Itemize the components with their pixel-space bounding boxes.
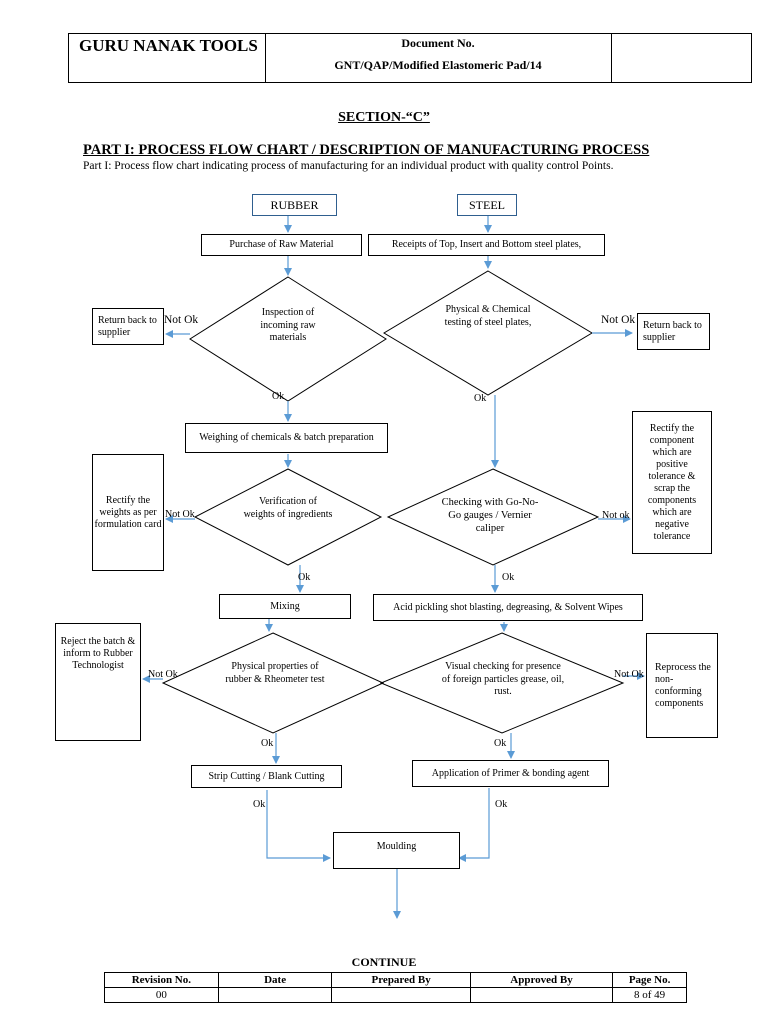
diamond-gauges [386,468,600,566]
visual-check-text: Visual checking for presence of foreign … [441,661,565,697]
revision-table: Revision No. Date Prepared By Approved B… [104,972,687,1003]
label-not-ok-visual: Not Ok [614,669,644,680]
part-title: PART I: PROCESS FLOW CHART / DESCRIPTION… [83,142,650,158]
label-ok-primer: Ok [495,799,508,810]
header-prepared-by: Prepared By [331,972,471,988]
purchase-raw-material-box: Purchase of Raw Material [201,234,362,256]
value-revision-no: 00 [104,987,219,1003]
reject-batch-box: Reject the batch & inform to Rubber Tech… [55,623,141,741]
diamond-phys-chem [383,270,593,396]
continue-label: CONTINUE [351,955,417,969]
label-not-ok-phys-chem: Not Ok [601,314,636,326]
header-approved-by: Approved By [469,972,614,988]
header-document-cell: Document No. GNT/QAP/Modified Elastomeri… [265,34,612,82]
value-prepared-by [331,987,471,1003]
rectify-weights-box: Rectify the weights as per formulation c… [92,454,164,571]
header-revision-no: Revision No. [104,972,219,988]
revision-table-value-row: 00 8 of 49 [104,987,687,1003]
physical-props-text: Physical properties of rubber & Rheomete… [225,661,325,685]
document-header: GURU NANAK TOOLS Document No. GNT/QAP/Mo… [68,33,752,83]
diamond-physical-props [161,632,385,734]
receipts-steel-plates-box: Receipts of Top, Insert and Bottom steel… [368,234,605,256]
header-company-cell: GURU NANAK TOOLS [69,34,266,82]
acid-pickling-box: Acid pickling shot blasting, degreasing,… [373,594,643,621]
label-not-ok-verification: Not Ok [165,509,195,520]
verification-text: Verification of weights of ingredients [243,496,333,520]
label-not-ok-gauges: Not ok [602,510,630,521]
revision-table-header-row: Revision No. Date Prepared By Approved B… [104,972,687,988]
label-not-ok-physical-props: Not Ok [148,669,178,680]
value-date [217,987,333,1003]
return-back-left-box: Return back to supplier [92,308,164,345]
value-page-no: 8 of 49 [612,987,687,1003]
value-approved-by [469,987,614,1003]
section-title: SECTION-“C” [338,110,430,125]
header-date: Date [217,972,333,988]
strip-cutting-box: Strip Cutting / Blank Cutting [191,765,342,788]
primer-box: Application of Primer & bonding agent [412,760,609,787]
label-ok-phys-chem: Ok [474,393,487,404]
label-ok-visual: Ok [494,738,507,749]
steel-box: STEEL [457,194,517,216]
inspection-text: Inspection of incoming raw materials [260,307,316,343]
label-ok-inspection: Ok [272,391,285,402]
diamond-visual [379,632,625,734]
mixing-box: Mixing [219,594,351,619]
company-name: GURU NANAK TOOLS [79,36,258,55]
label-ok-physical-props: Ok [261,738,274,749]
label-not-ok-inspection: Not Ok [164,314,199,326]
header-page-no: Page No. [612,972,687,988]
weighing-box: Weighing of chemicals & batch preparatio… [185,423,388,453]
rectify-component-box: Rectify the component which are positive… [632,411,712,554]
return-back-right-box: Return back to supplier [637,313,710,350]
reprocess-box: Reprocess the non-conforming components [646,633,718,738]
document-number-label: Document No. [401,36,475,50]
part-subtitle: Part I: Process flow chart indicating pr… [83,160,614,172]
rubber-box: RUBBER [252,194,337,216]
diamond-verification [193,468,383,566]
gauges-text: Checking with Go-No-Go gauges / Vernier … [441,497,539,535]
phys-chem-text: Physical & Chemical testing of steel pla… [444,304,532,328]
label-ok-gauges: Ok [502,572,515,583]
label-ok-verification: Ok [298,572,311,583]
label-ok-strip: Ok [253,799,266,810]
moulding-box: Moulding [333,832,460,869]
document-number-value: GNT/QAP/Modified Elastomeric Pad/14 [334,58,542,72]
